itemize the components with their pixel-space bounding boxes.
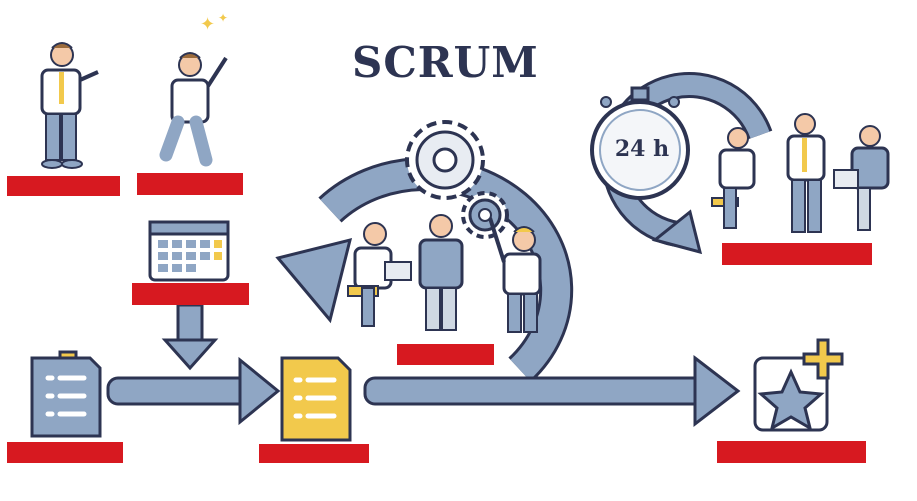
sprint-backlog-icon — [280, 356, 352, 442]
increment-star-icon — [753, 338, 844, 432]
team-figures — [347, 214, 542, 333]
diagram-title: SCRUM — [352, 38, 539, 87]
label-bar-sprint-backlog — [259, 444, 369, 463]
sparkle-icon: ✦ — [200, 14, 215, 35]
sparkle-small-icon: ✦ — [218, 11, 228, 25]
product-backlog-icon — [30, 350, 102, 438]
timer-label: 24 h — [614, 136, 670, 162]
label-bar-scrum-master — [137, 173, 243, 195]
daily-arrowhead — [651, 209, 703, 255]
backlog-to-sprint-arrow — [106, 356, 281, 426]
label-bar-product-owner — [7, 176, 120, 196]
stopwatch-icon — [590, 86, 690, 200]
label-bar-daily-scrum — [722, 243, 872, 265]
label-bar-product-backlog — [7, 442, 123, 463]
gears-icon — [405, 120, 509, 239]
label-bar-increment — [717, 441, 866, 463]
sprint-arrowhead — [275, 237, 353, 324]
planning-down-arrow — [161, 303, 219, 371]
daily-team-figures — [711, 113, 890, 233]
sprint-cycle-arrow — [275, 157, 574, 383]
sprint-to-increment-arrow — [363, 354, 741, 428]
calendar-icon — [148, 220, 230, 282]
product-owner-figure — [40, 42, 99, 169]
label-bar-team — [397, 344, 494, 365]
label-bar-sprint-planning — [132, 283, 249, 305]
scrum-master-figure: ✦ ✦ — [159, 11, 228, 167]
